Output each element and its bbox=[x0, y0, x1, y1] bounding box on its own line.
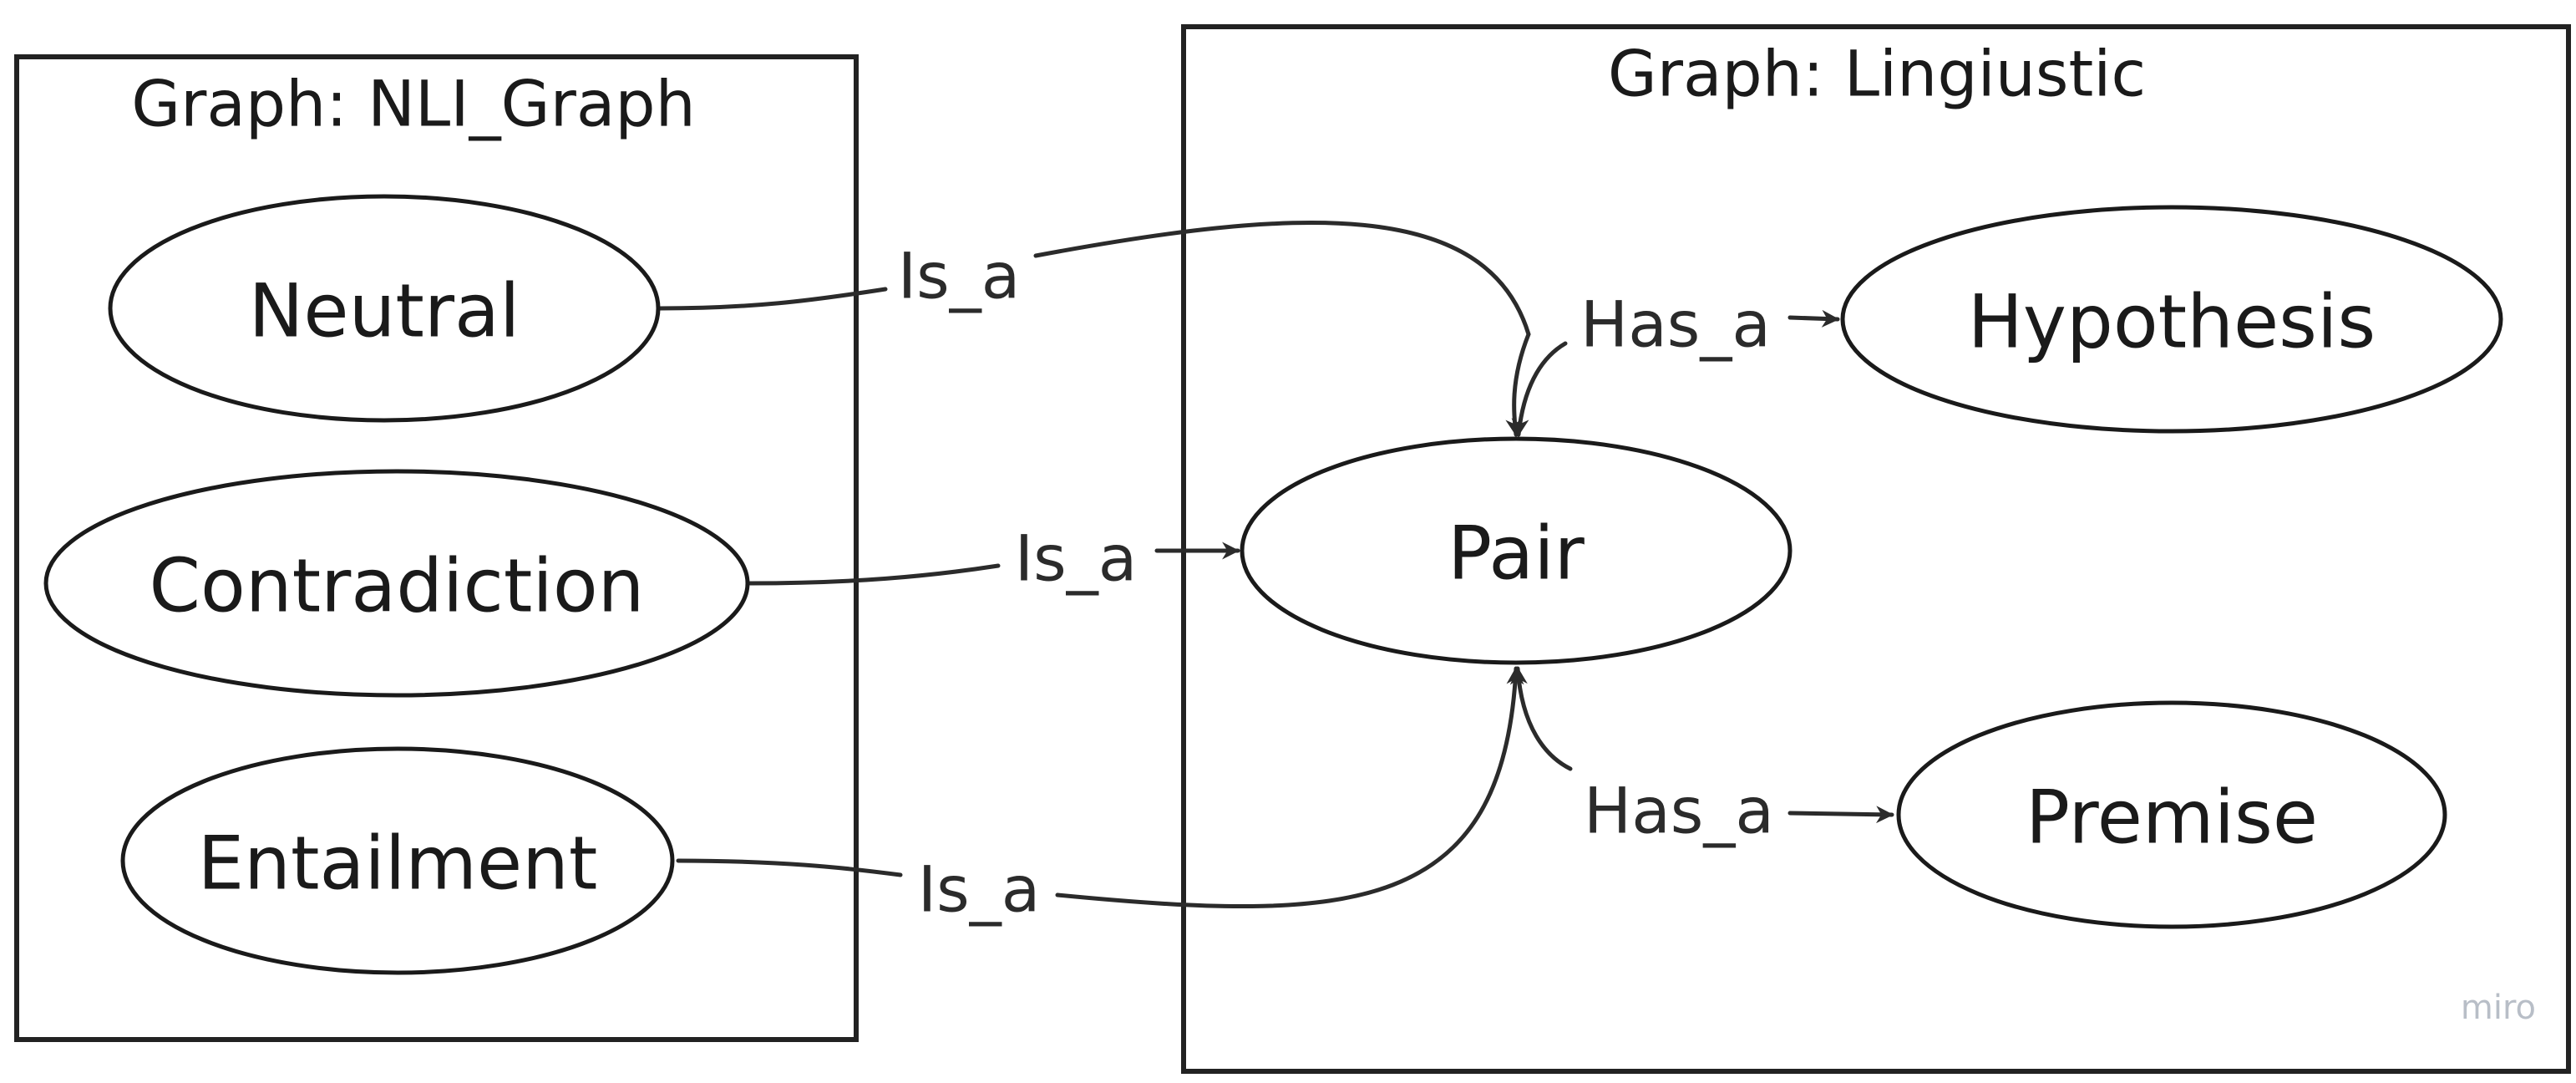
node-entailment[interactable]: Entailment bbox=[120, 746, 675, 975]
edge-label: Is_a bbox=[898, 239, 1021, 313]
node-label: Contradiction bbox=[150, 543, 645, 629]
edge-pair-premise[interactable]: Has_a bbox=[1509, 666, 1894, 848]
edge-line bbox=[1509, 666, 1573, 771]
node-shape bbox=[1840, 205, 2503, 434]
edge-line bbox=[676, 858, 903, 877]
edge-label: Is_a bbox=[1015, 521, 1138, 596]
node-neutral[interactable]: Neutral bbox=[108, 194, 661, 423]
edge-line bbox=[1033, 221, 1531, 437]
node-label: Hypothesis bbox=[1968, 279, 2376, 365]
node-shape bbox=[1896, 700, 2447, 929]
frame-nli-graph-border bbox=[14, 54, 859, 1042]
node-shape bbox=[120, 746, 675, 975]
edge-line bbox=[748, 563, 1001, 586]
frame-nli-graph[interactable]: Graph: NLI_Graph bbox=[14, 54, 859, 1042]
node-label: Neutral bbox=[249, 268, 520, 354]
edge-line bbox=[1055, 666, 1524, 909]
node-label: Entailment bbox=[198, 821, 598, 907]
frame-linguistic-graph-title: Graph: Lingiustic bbox=[1608, 37, 2146, 111]
edge-neutral-pair[interactable]: Is_a bbox=[657, 221, 1531, 437]
edge-label: Has_a bbox=[1584, 774, 1774, 848]
node-premise[interactable]: Premise bbox=[1896, 700, 2447, 929]
edge-line bbox=[1787, 806, 1894, 824]
edge-contradiction-pair[interactable]: Is_a bbox=[748, 521, 1240, 596]
node-shape bbox=[43, 469, 750, 698]
node-shape bbox=[108, 194, 661, 423]
edge-line bbox=[1787, 309, 1840, 328]
edge-line bbox=[657, 287, 888, 311]
edge-label: Has_a bbox=[1580, 287, 1771, 362]
frame-nli-graph-title: Graph: NLI_Graph bbox=[131, 67, 696, 141]
edge-label: Is_a bbox=[918, 852, 1041, 927]
edge-pair-hypothesis[interactable]: Has_a bbox=[1511, 287, 1840, 437]
node-contradiction[interactable]: Contradiction bbox=[43, 469, 750, 698]
node-shape bbox=[1240, 436, 1793, 665]
miro-watermark: miro bbox=[2461, 989, 2536, 1027]
node-pair[interactable]: Pair bbox=[1240, 436, 1793, 665]
edge-entailment-pair[interactable]: Is_a bbox=[676, 666, 1524, 927]
node-label: Premise bbox=[2026, 775, 2318, 861]
node-hypothesis[interactable]: Hypothesis bbox=[1840, 205, 2503, 434]
edge-line bbox=[1511, 341, 1568, 437]
node-label: Pair bbox=[1448, 511, 1585, 597]
